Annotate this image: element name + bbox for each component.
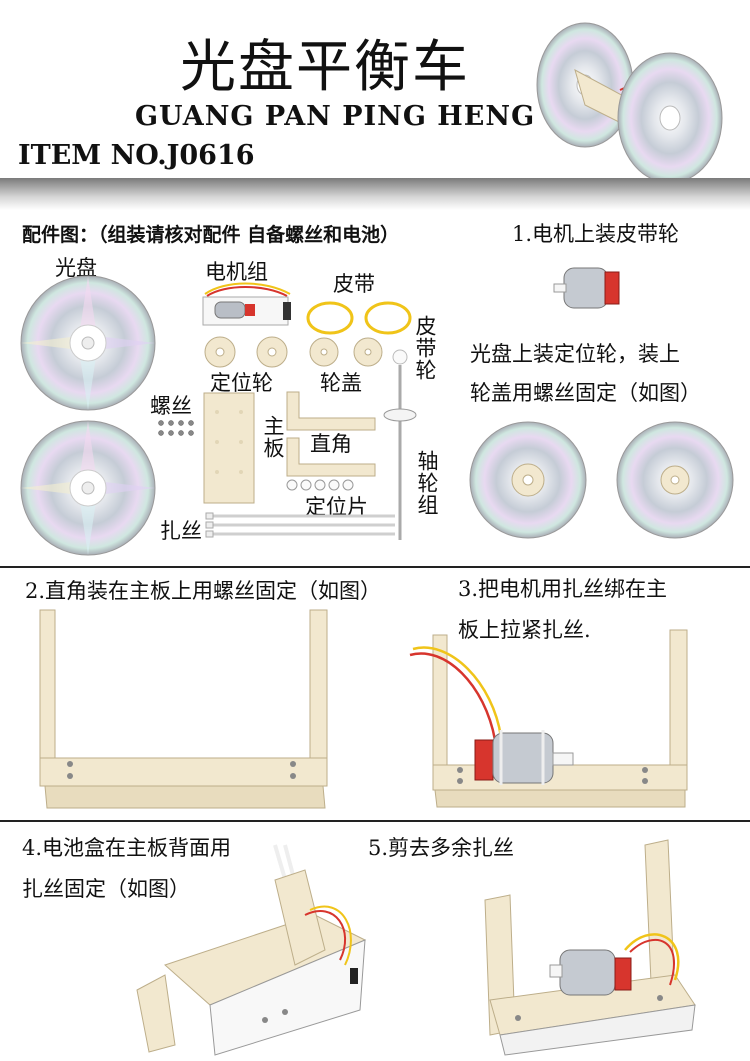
parts-heading: 配件图：（组装请核对配件 自备螺丝和电池） bbox=[22, 224, 400, 246]
step4-text-line1: 4.电池盒在主板背面用 bbox=[22, 836, 232, 860]
step3-image bbox=[409, 629, 688, 808]
step1-text-line2: 轮盖用螺丝固定（如图） bbox=[470, 381, 701, 405]
section-divider-2 bbox=[0, 820, 750, 822]
product-photo bbox=[536, 22, 723, 184]
positioning-wheels-image bbox=[204, 336, 408, 368]
label-positioning-wheel: 定位轮 bbox=[210, 371, 273, 395]
step5-text: 5.剪去多余扎丝 bbox=[368, 836, 515, 860]
step3-text-line2: 板上拉紧扎丝. bbox=[458, 618, 591, 642]
section-divider-1 bbox=[0, 566, 750, 568]
step1-motor-image bbox=[553, 267, 620, 309]
label-wheel-cap: 轮盖 bbox=[320, 371, 362, 395]
label-shaft-set: 轴轮组 bbox=[415, 450, 439, 516]
belt-image bbox=[306, 301, 412, 335]
label-motor-set: 电机组 bbox=[205, 260, 268, 284]
step1-disc-back bbox=[616, 421, 734, 539]
step2-image bbox=[39, 609, 328, 809]
item-number: ITEM NO.J0616 bbox=[18, 140, 255, 171]
step5-image bbox=[484, 839, 696, 1056]
label-cable-tie: 扎丝 bbox=[160, 519, 202, 543]
step3-text-line1: 3.把电机用扎丝绑在主 bbox=[458, 577, 668, 601]
main-board-image bbox=[203, 392, 255, 504]
page-title: 光盘平衡车 bbox=[180, 35, 470, 100]
screws-image bbox=[158, 420, 194, 436]
label-main-board: 主板 bbox=[261, 415, 285, 459]
page-subtitle: GUANG PAN PING HENG CHE bbox=[135, 101, 617, 132]
positioning-pieces-image bbox=[286, 479, 354, 491]
step1-disc-front bbox=[469, 421, 587, 539]
motor-set-image bbox=[202, 282, 291, 326]
cable-ties-image bbox=[205, 512, 395, 538]
right-angle-image bbox=[286, 391, 376, 477]
step4-image bbox=[136, 844, 367, 1056]
label-belt: 皮带 bbox=[333, 272, 375, 296]
shaft-set-image bbox=[383, 365, 417, 540]
label-right-angle: 直角 bbox=[310, 432, 352, 456]
step1-text-line1: 光盘上装定位轮，装上 bbox=[470, 342, 680, 366]
cd-disc-2 bbox=[20, 420, 156, 556]
header-band bbox=[0, 178, 750, 210]
step2-text: 2.直角装在主板上用螺丝固定（如图） bbox=[25, 579, 382, 603]
cd-disc-1 bbox=[20, 275, 156, 411]
step4-text-line2: 扎丝固定（如图） bbox=[22, 877, 190, 901]
label-screw: 螺丝 bbox=[150, 394, 192, 418]
label-belt-wheel: 皮带轮 bbox=[413, 315, 437, 381]
step1-title: 1.电机上装皮带轮 bbox=[512, 222, 680, 246]
